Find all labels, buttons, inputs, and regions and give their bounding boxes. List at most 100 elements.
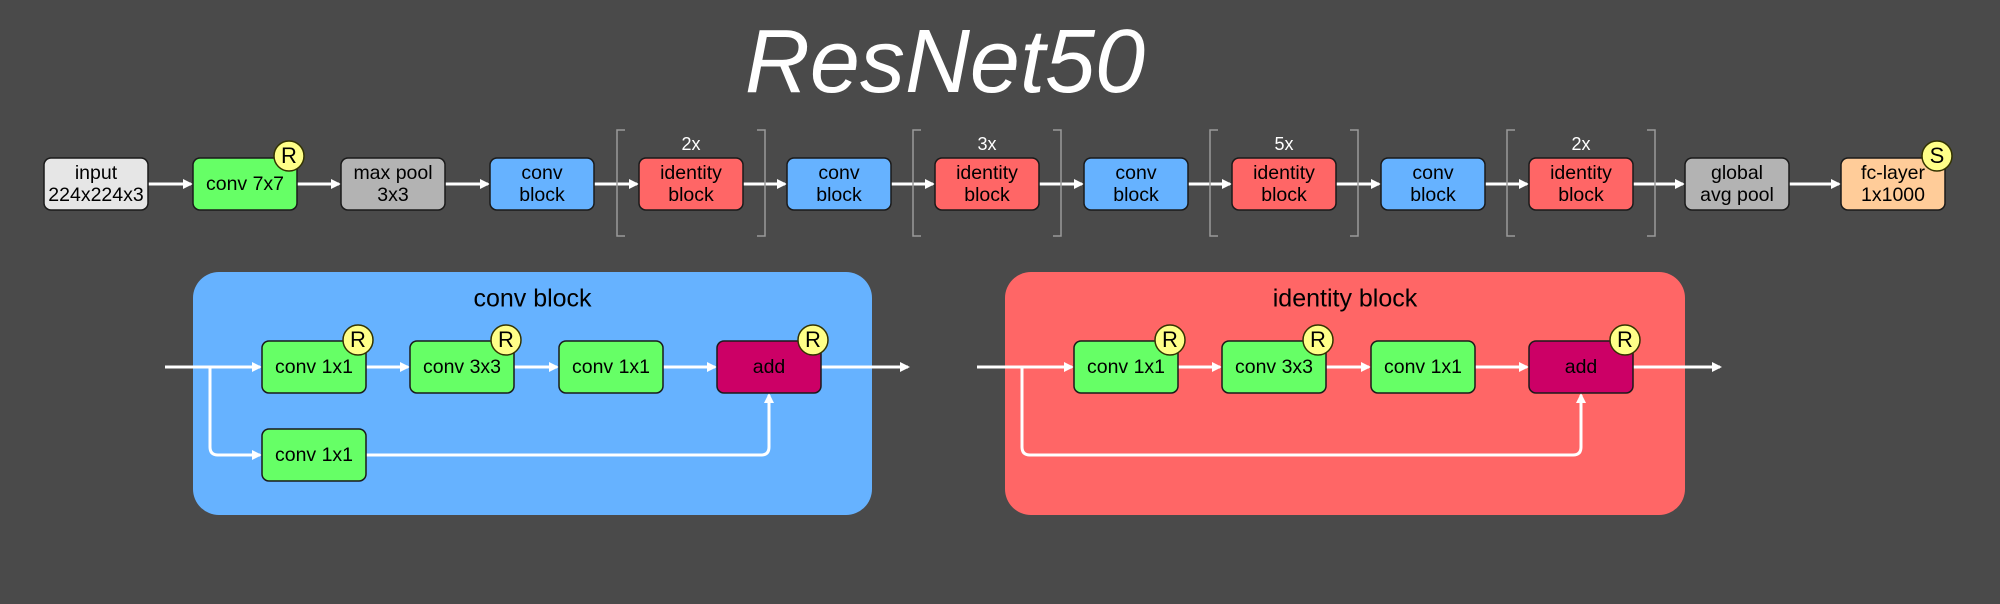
identity-block-node-add: add R xyxy=(1528,324,1641,394)
node-gap-box xyxy=(1684,157,1790,211)
diagram-title: ResNet50 xyxy=(745,12,1145,112)
identity-block-node-c3-box xyxy=(1370,340,1476,394)
conv-block-node-c2-box xyxy=(409,340,515,394)
node-convblock3-box xyxy=(1083,157,1189,211)
node-idblock4-repeat-label: 2x xyxy=(1571,134,1590,154)
conv-block-shortcut-box xyxy=(261,428,367,482)
node-convblock2-label-line1: conv xyxy=(818,162,859,184)
conv-block-node-add-badge: R xyxy=(805,327,821,352)
conv-block-node-c3-label: conv 1x1 xyxy=(572,356,650,378)
identity-block-node-c1-badge-circle xyxy=(1154,324,1186,356)
node-fc-badge: S xyxy=(1930,143,1945,168)
conv-block-node-c2-badge-circle xyxy=(490,324,522,356)
node-input-box xyxy=(43,157,149,211)
identity-block-node-c2-badge: R xyxy=(1310,327,1326,352)
conv-block-node-c2-badge: R xyxy=(498,327,514,352)
identity-block-node-c1-label: conv 1x1 xyxy=(1087,356,1165,378)
node-idblock3-repeat-label: 5x xyxy=(1274,134,1293,154)
node-idblock2-bracket-left xyxy=(912,129,921,237)
conv-block-node-c1-badge-circle xyxy=(342,324,374,356)
conv-block-node-add-box xyxy=(716,340,822,394)
conv-block-node-c1-box xyxy=(261,340,367,394)
identity-block-node-add-label: add xyxy=(1565,356,1598,378)
node-idblock1-bracket-right xyxy=(757,129,766,237)
identity-block-node-add-box xyxy=(1528,340,1634,394)
node-idblock2-box xyxy=(934,157,1040,211)
node-conv7x7-badge: R xyxy=(281,143,297,168)
node-convblock4-label-line1: conv xyxy=(1412,162,1453,184)
identity-block-node-c1-badge: R xyxy=(1162,327,1178,352)
node-idblock2-label-line2: block xyxy=(964,184,1010,206)
node-convblock2-box xyxy=(786,157,892,211)
node-idblock4-label-line1: identity xyxy=(1550,162,1612,184)
node-maxpool-box xyxy=(340,157,446,211)
node-idblock3-box xyxy=(1231,157,1337,211)
identity-block-node-c1-box xyxy=(1073,340,1179,394)
identity-block-node-add-badge: R xyxy=(1617,327,1633,352)
node-idblock4-bracket-left xyxy=(1506,129,1515,237)
conv-block-node-add: add R xyxy=(716,324,829,394)
node-idblock1-label-line2: block xyxy=(668,184,714,206)
node-fc-box xyxy=(1840,157,1946,211)
conv-block-shortcut-node: conv 1x1 xyxy=(261,428,367,482)
node-idblock1-label-line1: identity xyxy=(660,162,722,184)
conv-block-node-c1-label: conv 1x1 xyxy=(275,356,353,378)
node-idblock1-bracket-left xyxy=(616,129,625,237)
node-input-label-line2: 224x224x3 xyxy=(48,184,143,206)
identity-block-node-c2-label: conv 3x3 xyxy=(1235,356,1313,378)
node-conv7x7: conv 7x7 R xyxy=(192,140,305,211)
identity-block-node-c3-label: conv 1x1 xyxy=(1384,356,1462,378)
identity-block-node-c2-badge-circle xyxy=(1302,324,1334,356)
identity-block-edge-skip xyxy=(1020,367,1586,457)
node-convblock1-label-line1: conv xyxy=(521,162,562,184)
node-convblock1-box xyxy=(489,157,595,211)
node-input-label-line1: input xyxy=(75,162,118,184)
identity-block-panel-title: identity block xyxy=(1273,285,1418,313)
conv-block-shortcut-label: conv 1x1 xyxy=(275,444,353,466)
node-convblock3-label-line1: conv xyxy=(1115,162,1156,184)
conv-block-node-c2-label: conv 3x3 xyxy=(423,356,501,378)
node-fc-label-line2: 1x1000 xyxy=(1861,184,1925,206)
conv-block-node-c1-badge: R xyxy=(350,327,366,352)
node-idblock4-label-line2: block xyxy=(1558,184,1604,206)
conv-block-panel-title: conv block xyxy=(473,285,592,313)
conv-block-node-add-badge-circle xyxy=(797,324,829,356)
node-convblock1-label-line2: block xyxy=(519,184,565,206)
identity-block-node-c1: conv 1x1 R xyxy=(1073,324,1186,394)
node-idblock4-box xyxy=(1528,157,1634,211)
node-conv7x7-label: conv 7x7 xyxy=(206,173,284,195)
node-idblock2-bracket-right xyxy=(1053,129,1062,237)
node-idblock3-label-line2: block xyxy=(1261,184,1307,206)
conv-block-node-c3-box xyxy=(558,340,664,394)
node-conv7x7-box xyxy=(192,157,298,211)
conv-block-node-c1: conv 1x1 R xyxy=(261,324,374,394)
node-gap-label-line2: avg pool xyxy=(1700,184,1774,206)
node-gap-label-line1: global xyxy=(1711,162,1763,184)
node-convblock2-label-line2: block xyxy=(816,184,862,206)
node-idblock3-bracket-right xyxy=(1350,129,1359,237)
conv-block-edge-to-shortcut xyxy=(208,367,262,460)
node-maxpool-label-line1: max pool xyxy=(353,162,432,184)
identity-block-node-c3: conv 1x1 xyxy=(1370,340,1476,394)
conv-block-node-add-label: add xyxy=(753,356,786,378)
node-fc-badge-circle xyxy=(1921,140,1953,172)
conv-block-node-c3: conv 1x1 xyxy=(558,340,664,394)
conv-block-edge-shortcut-to-add xyxy=(366,393,774,457)
node-fc-label-line1: fc-layer xyxy=(1861,162,1925,184)
conv-block-node-c2: conv 3x3 R xyxy=(409,324,522,394)
identity-block-node-c2-box xyxy=(1221,340,1327,394)
identity-block-node-add-badge-circle xyxy=(1609,324,1641,356)
